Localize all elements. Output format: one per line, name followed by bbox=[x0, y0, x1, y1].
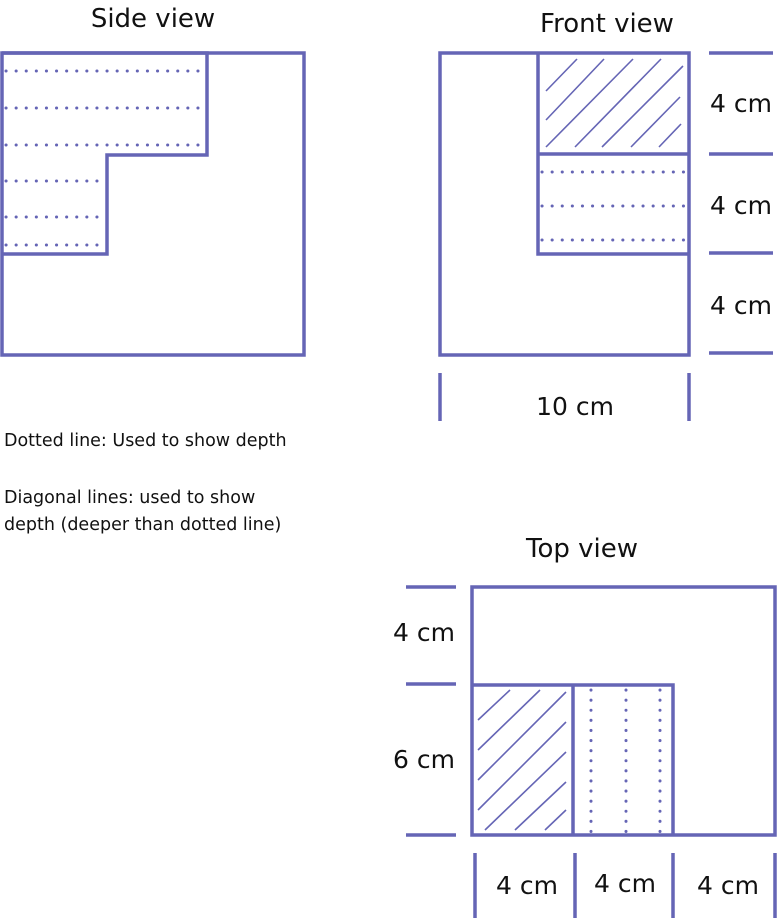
top-view-dotted-lines bbox=[589, 688, 662, 834]
front-view-outline bbox=[438, 51, 691, 357]
top-dim-label: 4 cm bbox=[393, 618, 455, 647]
side-view: Side view bbox=[0, 4, 306, 357]
legend: Dotted line: Used to show depth Diagonal… bbox=[4, 431, 287, 535]
front-view-dimension-ticks bbox=[438, 51, 773, 421]
top-dim-label: 4 cm bbox=[594, 869, 656, 898]
top-view-title: Top view bbox=[525, 534, 638, 564]
legend-dotted: Dotted line: Used to show depth bbox=[4, 431, 287, 451]
front-view-title: Front view bbox=[540, 9, 674, 39]
top-dim-label: 4 cm bbox=[697, 871, 759, 900]
top-dim-label: 6 cm bbox=[393, 745, 455, 774]
side-view-outline bbox=[0, 51, 306, 357]
top-view-dimension-ticks bbox=[406, 585, 777, 918]
legend-diagonal-line2: depth (deeper than dotted line) bbox=[4, 515, 281, 535]
side-view-recess bbox=[2, 51, 209, 256]
top-view-recess bbox=[472, 683, 675, 835]
top-view-hatching bbox=[477, 689, 567, 831]
top-view-outline bbox=[470, 585, 777, 837]
front-view-dotted-lines bbox=[540, 170, 688, 242]
front-view: Front view 4 cm 4 cm 4 cm 10 cm bbox=[438, 9, 773, 421]
legend-diagonal-line1: Diagonal lines: used to show bbox=[4, 488, 255, 508]
top-dim-label: 4 cm bbox=[496, 871, 558, 900]
front-width-label: 10 cm bbox=[536, 392, 614, 421]
front-view-hatching bbox=[545, 58, 684, 148]
top-view: Top view 4 cm 6 cm 4 cm 4 bbox=[393, 534, 777, 918]
front-dim-label: 4 cm bbox=[710, 191, 772, 220]
front-dim-label: 4 cm bbox=[710, 291, 772, 320]
front-view-recess bbox=[536, 53, 689, 256]
side-view-title: Side view bbox=[91, 4, 215, 34]
side-view-dotted-lines bbox=[4, 69, 207, 247]
front-dim-label: 4 cm bbox=[710, 89, 772, 118]
